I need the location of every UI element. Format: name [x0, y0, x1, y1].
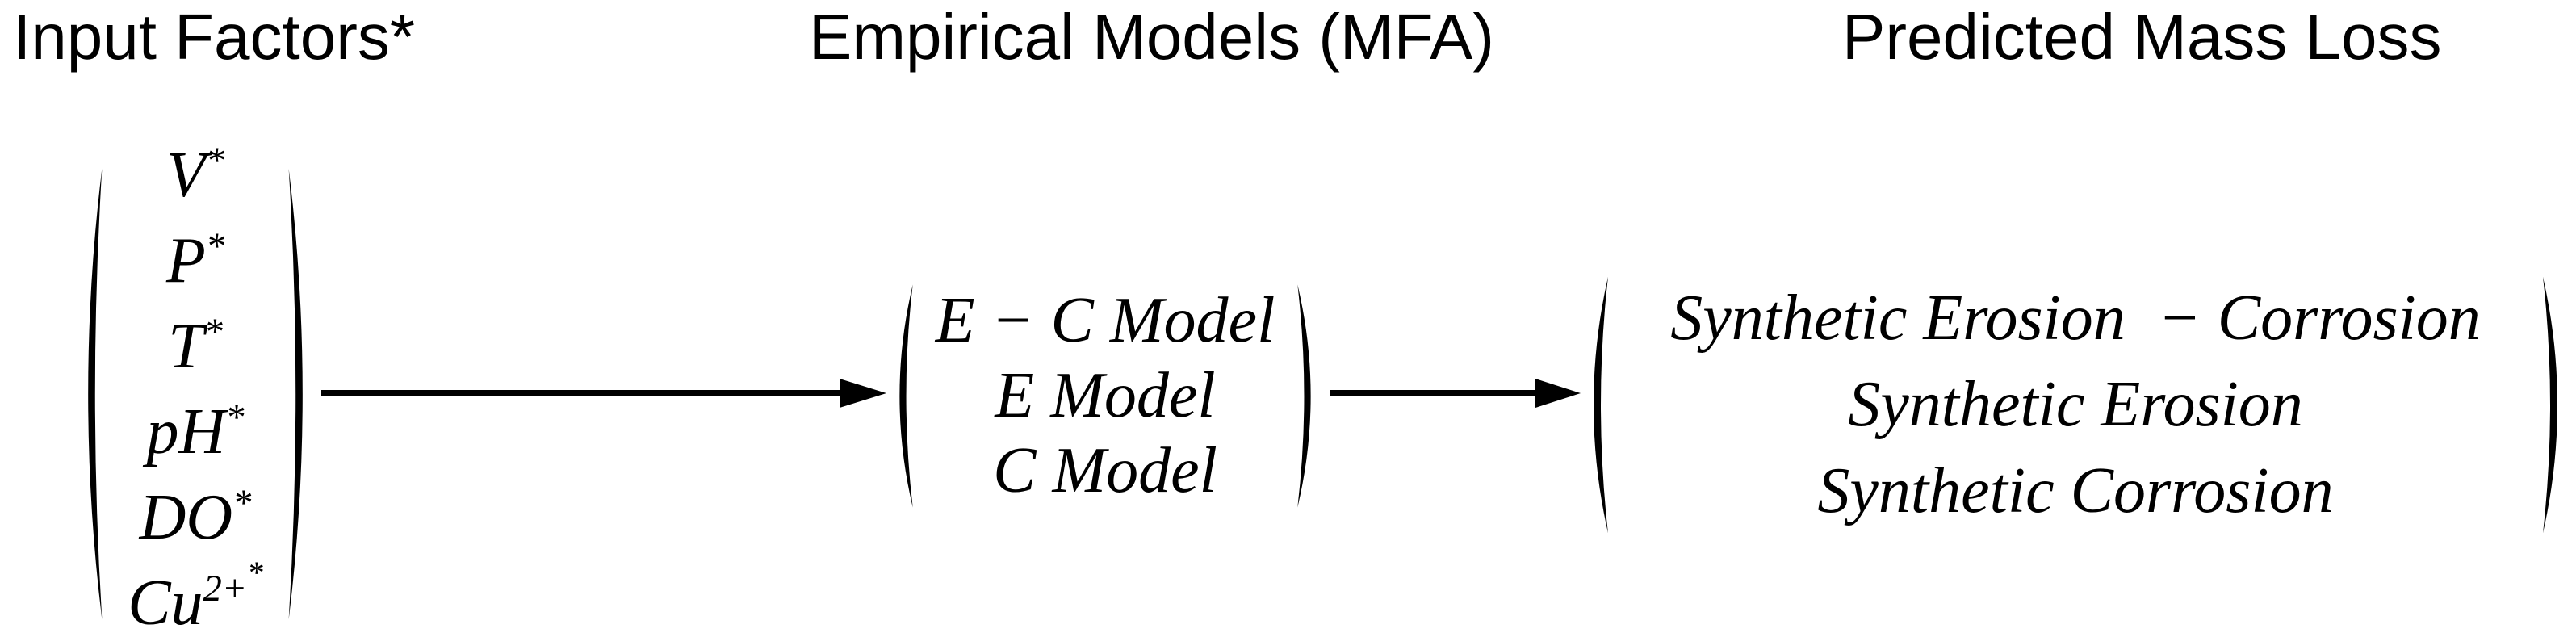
input-factor-p: P*	[165, 224, 225, 296]
header-empirical-models: Empirical Models (MFA)	[809, 1, 1495, 73]
output-corrosion: Synthetic Corrosion	[1817, 455, 2334, 526]
output-erosion-corrosion: Synthetic Erosion − Corrosion	[1670, 283, 2481, 354]
model-c: C Model	[993, 435, 1217, 506]
model-ec: E − C Model	[935, 285, 1275, 356]
input-factor-cu: Cu2+*	[128, 555, 263, 633]
header-input-factors: Input Factors*	[13, 1, 416, 73]
flow-arrow-input-to-models-icon	[321, 379, 886, 408]
input-factors-entries: V* P* T* pH* DO* Cu2+*	[108, 140, 283, 633]
output-erosion: Synthetic Erosion	[1848, 369, 2303, 440]
input-factors-vector: V* P* T* pH* DO* Cu2+*	[74, 140, 316, 633]
close-paren-icon	[288, 168, 303, 620]
header-predicted-mass-loss: Predicted Mass Loss	[1842, 1, 2442, 73]
input-factor-t: T*	[168, 310, 223, 382]
open-paren-icon	[88, 168, 103, 620]
predicted-mass-loss-vector: Synthetic Erosion − Corrosion Synthetic …	[1579, 275, 2572, 534]
predicted-mass-loss-entries: Synthetic Erosion − Corrosion Synthetic …	[1615, 275, 2536, 534]
model-e: E Model	[995, 360, 1216, 431]
empirical-models-vector: E − C Model E Model C Model	[886, 283, 1324, 509]
empirical-models-entries: E − C Model E Model C Model	[919, 283, 1292, 509]
close-paren-icon	[1297, 284, 1311, 508]
close-paren-icon	[2543, 276, 2557, 534]
open-paren-icon	[1594, 276, 1608, 534]
input-factor-do: DO*	[139, 481, 252, 553]
input-factor-ph: pH*	[146, 396, 245, 467]
flow-arrow-models-to-output-icon	[1330, 379, 1581, 408]
input-factor-v: V*	[165, 139, 225, 211]
open-paren-icon	[899, 284, 913, 508]
